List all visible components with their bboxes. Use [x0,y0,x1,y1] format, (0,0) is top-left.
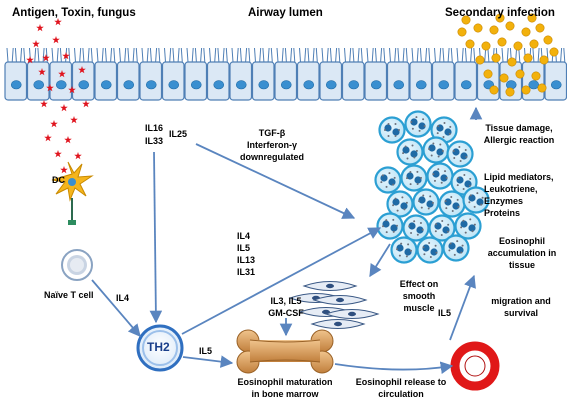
epithelial-nucleus [258,80,270,90]
label-smooth-line3: muscle [403,303,435,313]
label-il4: IL4 [237,231,251,241]
epithelial-nucleus [325,80,337,90]
epithelial-nucleus [370,80,382,90]
header-antigen: Antigen, Toxin, fungus [12,7,136,19]
label-naive-t-cell: Naïve T cell [44,290,94,300]
label-interferon-gamma: Interferon-γ [246,140,297,150]
eosinophil [376,212,404,240]
eosinophil [404,110,432,138]
naive-t-cell [61,249,93,281]
epithelial-nucleus [550,80,562,90]
header-airway-lumen: Airway lumen [248,7,323,19]
label-marrow-line2: in bone marrow [251,389,319,399]
label-tissue-line2: Allergic reaction [483,135,555,145]
label-il4-left: IL4 [116,293,130,303]
epithelial-nucleus [145,80,157,90]
label-smooth-line1: Effect on [399,279,439,289]
eosinophil [390,236,418,264]
epithelial-nucleus [168,80,180,90]
label-il5-bottom: IL5 [199,346,213,356]
epithelial-nucleus [460,80,472,90]
eosinophil [446,140,474,168]
eosinophil-cluster [374,110,490,264]
epithelial-nucleus [303,80,315,90]
epithelial-nucleus [235,80,247,90]
label-lipid-line4: Proteins [484,208,521,218]
label-il3-il5: IL3, IL5 [270,296,302,306]
label-accum-line1: Eosinophil [499,236,545,246]
epithelial-nucleus [348,80,360,90]
eosinophil [416,236,444,264]
epithelial-nucleus [33,80,45,90]
label-il13: IL13 [237,255,256,265]
label-accum-line2: accumulation in [487,248,557,258]
label-il31: IL31 [237,267,256,277]
epithelial-nucleus [100,80,112,90]
label-il5-right: IL5 [438,308,452,318]
label-marrow-line1: Eosinophil maturation [237,377,333,387]
label-il5: IL5 [237,243,251,253]
eosinophil [402,214,430,242]
label-migration-line1: migration and [491,296,551,306]
epithelial-nucleus [78,80,90,90]
label-release-line1: Eosinophil release to [355,377,447,387]
eosinophil [400,164,428,192]
airway-epithelium [4,61,567,101]
smooth-muscle-cells [288,281,380,329]
label-downregulated: downregulated [239,152,304,162]
label-tgf-beta: TGF-β [258,128,286,138]
eosinophil [378,116,406,144]
eosinophil [374,166,402,194]
epithelial-nucleus [190,80,202,90]
dc-tcell-synapse [68,220,76,225]
label-il25: IL25 [169,129,188,139]
label-migration-line2: survival [503,308,539,318]
epithelial-nucleus [438,80,450,90]
dendritic-cell [51,161,94,202]
eosinophil [396,138,424,166]
eosinophil [422,136,450,164]
bacteria-cluster [457,13,559,97]
label-tissue-line1: Tissue damage, [485,123,553,133]
epithelial-nucleus [280,80,292,90]
pathway-arrows [91,106,483,374]
label-il16: IL16 [145,123,164,133]
eosinophil [462,186,490,214]
label-lipid-line1: Lipid mediators, [484,172,554,182]
label-lipid-line2: Leukotriene, [484,184,538,194]
epithelial-nucleus [415,80,427,90]
eosinophil [412,188,440,216]
eosinophil [426,162,454,190]
label-il33: IL33 [145,136,164,146]
label-dc: DC [52,175,65,185]
header-secondary-infection: Secondary infection [445,7,555,19]
label-accum-line3: tissue [508,260,535,270]
epithelial-nucleus [528,80,540,90]
label-gm-csf: GM-CSF [268,308,304,318]
epithelial-nucleus [123,80,135,90]
eosinophil [428,214,456,242]
bone-icon [236,329,334,374]
th2-cell [136,324,184,372]
epithelial-nucleus [10,80,22,90]
epithelial-nucleus [213,80,225,90]
epithelial-nucleus [55,80,67,90]
antigen-particles [26,18,90,174]
label-th2: TH2 [147,340,170,354]
eosinophil [438,190,466,218]
eosinophil [454,212,482,240]
label-release-line2: circulation [378,389,424,399]
label-lipid-line3: Enzymes [484,196,524,206]
epithelial-nucleus [393,80,405,90]
eosinophil [442,234,470,262]
label-smooth-line2: smooth [402,291,436,301]
eosinophil [386,190,414,218]
blood-vessel [450,341,500,391]
